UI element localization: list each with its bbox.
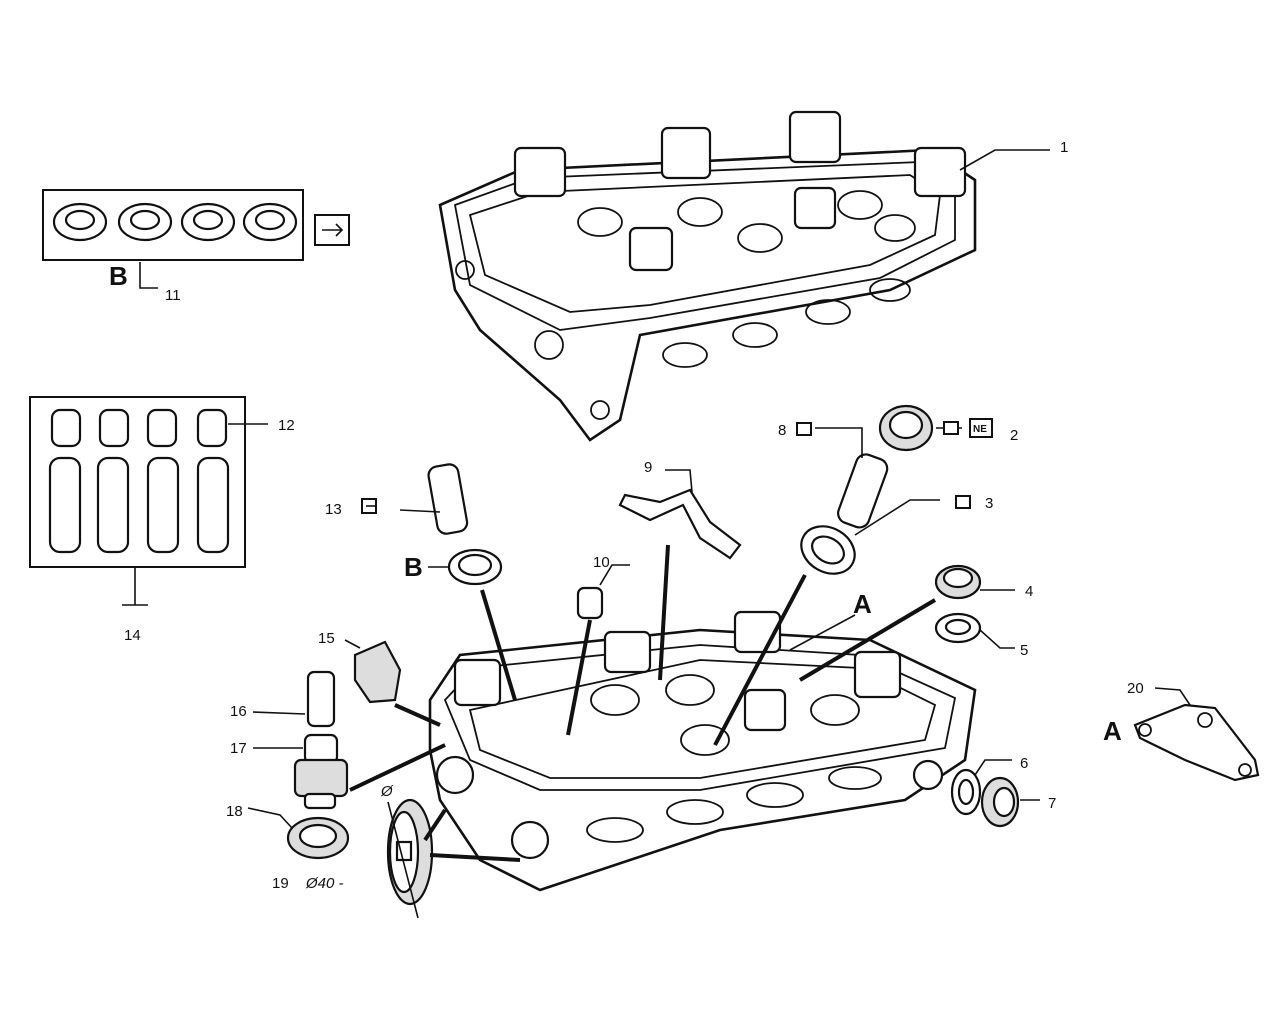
part-4-plug — [934, 564, 1015, 600]
diameter-40-label: Ø40 - — [305, 875, 344, 892]
callout-2: 2 — [1010, 427, 1018, 444]
lower-cylinder-head — [428, 610, 977, 892]
part-5-washer — [934, 612, 1015, 649]
callout-10: 10 — [593, 554, 610, 571]
valve-seal-kit-box — [42, 189, 350, 289]
callout-19: 19 — [272, 875, 289, 892]
callout-17: 17 — [230, 740, 247, 757]
callout-13: 13 — [325, 501, 342, 518]
part-16-sensor — [252, 670, 336, 728]
callout-18: 18 — [226, 803, 243, 820]
part-3-seal — [713, 495, 971, 746]
callout-4: 4 — [1025, 583, 1033, 600]
leader-1 — [959, 149, 1050, 171]
callout-15: 15 — [318, 630, 335, 647]
part-15-cap — [344, 639, 441, 727]
callout-12: 12 — [278, 417, 295, 434]
letter-b-kit: B — [109, 261, 128, 291]
diameter-symbol: Ø — [380, 783, 394, 800]
callout-1: 1 — [1060, 139, 1068, 156]
letter-a-bracket: A — [1103, 716, 1122, 746]
letter-a-arrow: A — [853, 589, 872, 619]
callout-6: 6 — [1020, 755, 1028, 772]
upper-cylinder-head — [438, 110, 977, 442]
callout-20: 20 — [1127, 680, 1144, 697]
callout-8: 8 — [778, 422, 786, 439]
callout-9: 9 — [644, 459, 652, 476]
part-20-bracket — [1133, 687, 1260, 782]
valve-guide-kit-box — [29, 396, 268, 606]
callout-5: 5 — [1020, 642, 1028, 659]
callout-3: 3 — [985, 495, 993, 512]
part-9-bracket — [618, 469, 742, 681]
part-6-washer — [950, 759, 1012, 816]
part-13-valve-guide — [361, 463, 469, 535]
a-arrow-lines — [789, 598, 937, 682]
part-19-plug — [386, 798, 521, 919]
part-10-pin — [566, 564, 630, 736]
part-7-plug — [980, 776, 1040, 828]
callout-7: 7 — [1048, 795, 1056, 812]
part-8-valve-guide — [796, 422, 889, 529]
callout-14: 14 — [124, 627, 141, 644]
callout-16: 16 — [230, 703, 247, 720]
letter-b-ring: B — [404, 552, 423, 582]
part-2-cap — [878, 404, 993, 452]
callout-11: 11 — [165, 287, 181, 304]
part-17-sender — [253, 733, 446, 810]
part-18-seal — [247, 807, 350, 860]
ne-symbol: NE — [973, 424, 987, 435]
part-b-ring — [428, 548, 517, 701]
